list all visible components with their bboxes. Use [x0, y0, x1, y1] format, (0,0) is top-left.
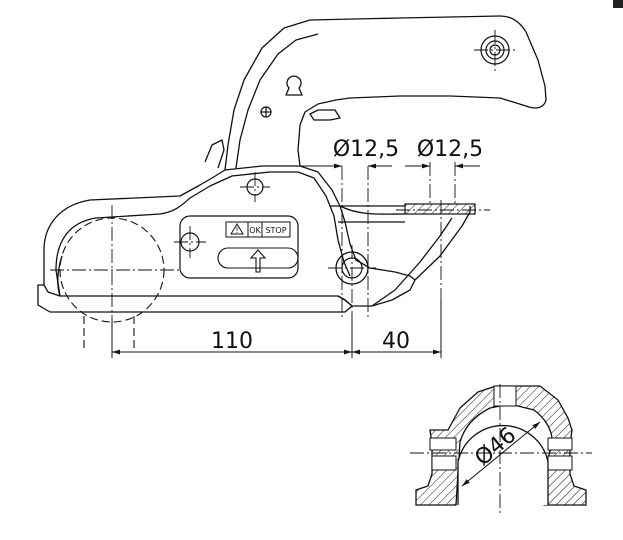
- tongue-section: [404, 203, 476, 215]
- tongue-slant: [339, 205, 406, 215]
- length-dimension-110: 110: [211, 329, 253, 354]
- ok-label: OK: [249, 226, 261, 235]
- dimension-lines: [111, 163, 480, 358]
- warning-symbol: !: [235, 226, 238, 235]
- stop-label: STOP: [265, 226, 286, 235]
- handle-pivot-bolt: [480, 35, 510, 65]
- housing-outline: [43, 165, 416, 307]
- indicator-window: ! OK STOP: [179, 215, 299, 279]
- upper-pin: [246, 178, 264, 196]
- length-dimension-40: 40: [382, 329, 410, 354]
- corner-marker: [613, 0, 623, 8]
- coupling-handle: [224, 15, 547, 171]
- base-plate: [37, 284, 353, 313]
- lock-screw: [180, 232, 200, 252]
- lever-tab: [204, 139, 225, 169]
- housing-inner-contour: [55, 171, 351, 297]
- bore-dimension-left: Ø12,5: [333, 137, 399, 162]
- handle-nose: [309, 109, 341, 121]
- bolts: [180, 35, 510, 279]
- center-lines: [50, 30, 516, 355]
- section-view: [410, 384, 592, 515]
- bore-dimension-right: Ø12,5: [417, 137, 483, 162]
- rear-bolt: [341, 257, 363, 279]
- coupling-body: [37, 15, 547, 313]
- tongue-hook: [414, 206, 471, 281]
- indicator-arrow: [249, 249, 267, 273]
- keyhole: [285, 75, 303, 96]
- indicator-slot: [217, 247, 299, 269]
- handle-inner-contour: [235, 33, 319, 169]
- small-screw: [260, 106, 272, 118]
- tongue-hook-inner: [371, 217, 453, 307]
